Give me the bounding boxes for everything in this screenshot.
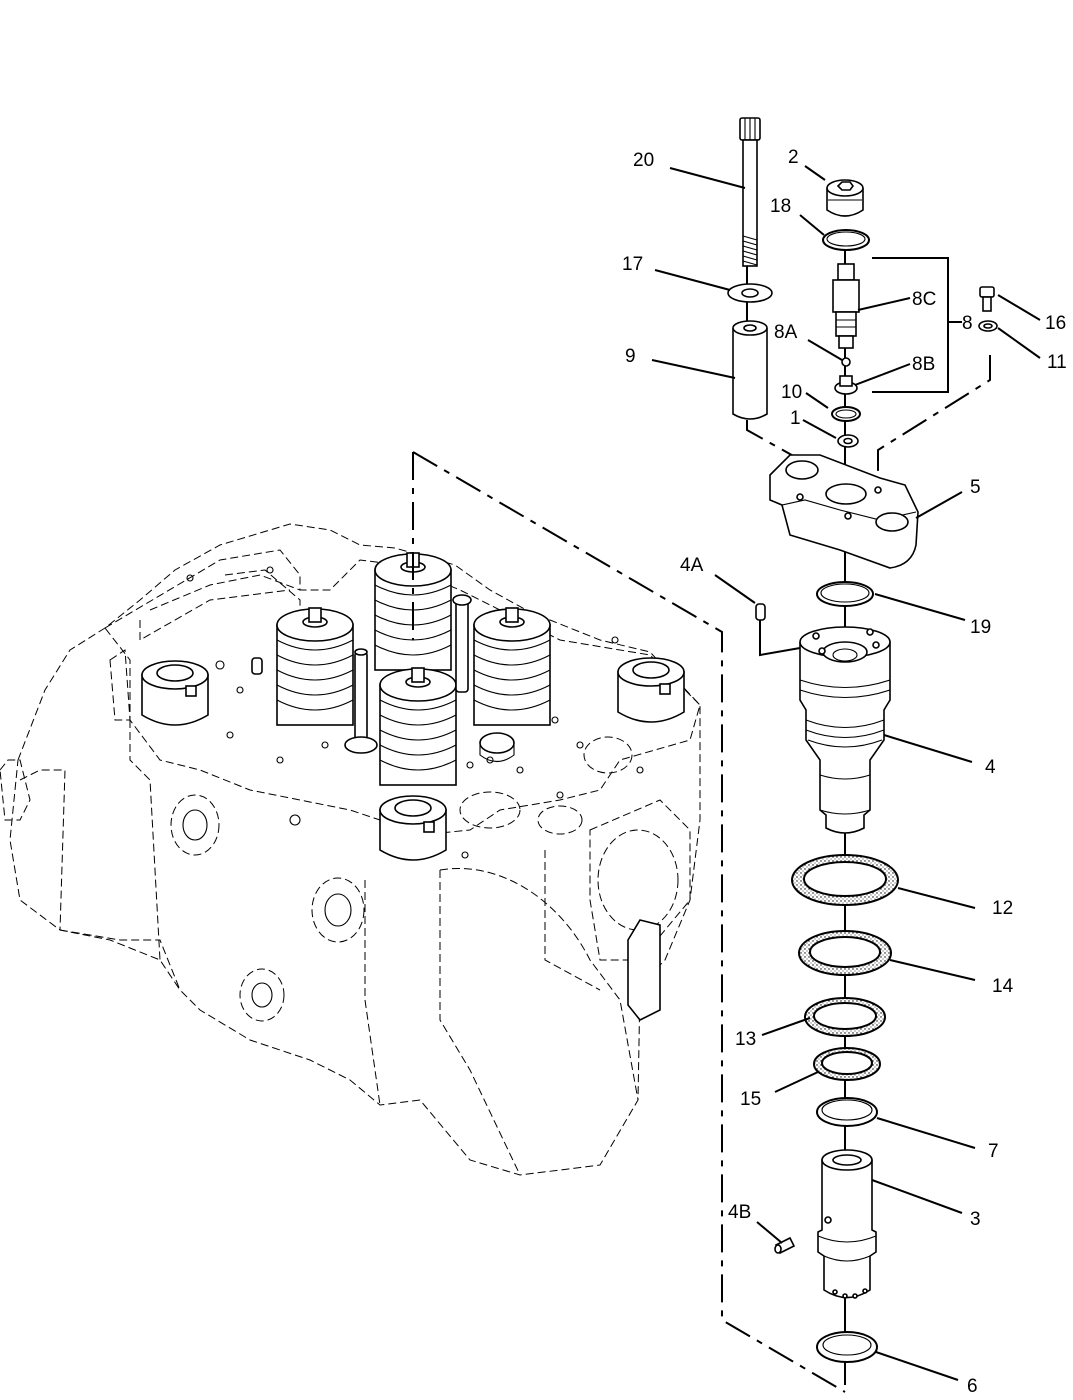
part-ring-10 [831, 406, 861, 422]
cylinder-head [0, 523, 701, 1176]
label-13: 13 [735, 1029, 756, 1050]
label-8: 8 [962, 313, 973, 334]
label-17: 17 [622, 254, 643, 275]
part-washer-17 [727, 283, 773, 303]
part-gasket-15 [813, 1047, 881, 1081]
part-bolt-20 [739, 117, 761, 267]
part-ring-7 [816, 1097, 878, 1127]
part-seat-8B [834, 375, 858, 395]
label-7: 7 [988, 1141, 999, 1162]
valve-spring-right [473, 607, 551, 726]
part-oring-18 [822, 229, 870, 251]
part-washer-1 [837, 434, 859, 448]
part-injector-4 [799, 626, 891, 834]
bracket-8 [872, 257, 949, 393]
label-19: 19 [970, 617, 991, 638]
valve-spring-front [379, 667, 457, 786]
part-gasket-13 [804, 997, 886, 1037]
label-1: 1 [790, 408, 801, 429]
part-pin-4A [755, 603, 766, 621]
label-11: 11 [1047, 352, 1067, 373]
part-oring-19 [816, 581, 874, 607]
part-sleeve-9 [732, 320, 768, 420]
part-plug-2 [826, 179, 864, 217]
part-clamp-5 [769, 454, 919, 569]
part-screw-16 [979, 286, 995, 312]
label-5: 5 [970, 477, 981, 498]
label-8A: 8A [774, 322, 798, 343]
part-ball-8A [841, 357, 851, 367]
part-washer-11 [978, 320, 998, 332]
part-sleeve-3 [817, 1149, 877, 1299]
label-8B: 8B [912, 354, 935, 375]
label-14: 14 [992, 976, 1014, 997]
part-pin-4B [774, 1236, 796, 1255]
rocker-boss-right [617, 657, 685, 723]
valve-spring-left [276, 607, 354, 726]
label-3: 3 [970, 1209, 981, 1230]
label-4A: 4A [680, 555, 704, 576]
label-10: 10 [781, 382, 802, 403]
label-4: 4 [985, 757, 996, 778]
callout-labels: 20 2 18 17 8C 8 16 8A 11 9 8B 10 1 5 4A … [622, 147, 1067, 1397]
label-16: 16 [1045, 313, 1066, 334]
label-9: 9 [625, 346, 636, 367]
label-18: 18 [770, 196, 791, 217]
rocker-boss-left [141, 660, 209, 726]
label-15: 15 [740, 1089, 761, 1110]
leader-lines [651, 165, 1041, 1381]
label-20: 20 [633, 150, 654, 171]
part-gasket-14 [798, 930, 892, 976]
part-ring-6 [816, 1331, 878, 1363]
part-gasket-12 [791, 854, 899, 906]
label-6: 6 [967, 1376, 978, 1397]
part-valve-8C [832, 263, 860, 349]
label-8C: 8C [912, 289, 936, 310]
rocker-boss-front [379, 795, 447, 861]
label-2: 2 [788, 147, 799, 168]
label-4B: 4B [728, 1202, 751, 1223]
label-12: 12 [992, 898, 1013, 919]
